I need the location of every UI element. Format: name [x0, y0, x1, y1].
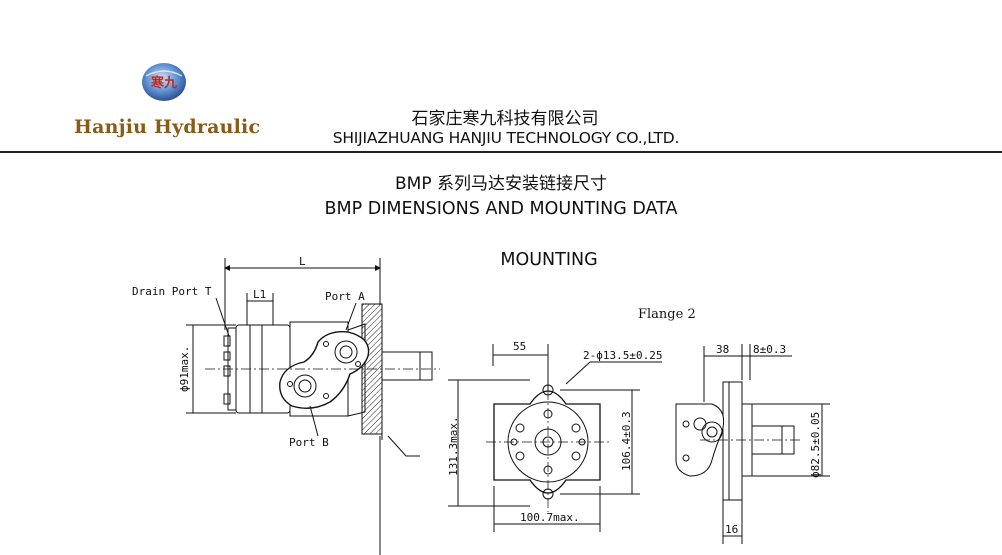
dim-38-label: 38 [716, 343, 729, 356]
document-title-cn: BMP 系列马达安装链接尺寸 [395, 174, 607, 194]
holes-label: 2-ϕ13.5±0.25 [583, 349, 662, 362]
document-title-en: BMP DIMENSIONS AND MOUNTING DATA [324, 199, 678, 219]
dim-16-label: 16 [725, 523, 738, 536]
dim-131-label: 131.3max. [447, 416, 460, 476]
brand-name: Hanjiu Hydraulic [74, 116, 261, 138]
dim-100-label: 100.7max. [520, 511, 580, 524]
company-name-en: SHIJIAZHUANG HANJIU TECHNOLOGY CO.,LTD. [332, 129, 680, 147]
port-b-label: Port B [289, 436, 329, 449]
section-title: MOUNTING [500, 250, 598, 270]
drain-port-label: Drain Port T [132, 285, 212, 298]
flange-view [675, 344, 830, 544]
dim-label-L1: L1 [253, 288, 266, 301]
dim-106-label: 106.4±0.3 [620, 411, 633, 471]
diameter-91-label: ϕ91max. [178, 346, 191, 392]
side-view [186, 258, 440, 555]
port-a-label: Port A [325, 290, 365, 303]
company-name-cn: 石家庄寒九科技有限公司 [411, 109, 599, 129]
logo-glyph: 寒九 [150, 75, 177, 91]
front-view [448, 344, 662, 532]
dim-8-label: 8±0.3 [753, 343, 786, 356]
dim-label-L: L [299, 255, 306, 268]
dim-55-label: 55 [513, 340, 526, 353]
dim-82-label: ϕ82.5±0.05 [809, 412, 822, 478]
flange-label: Flange 2 [638, 307, 696, 322]
company-logo: 寒九 [142, 63, 186, 101]
header-divider [0, 151, 1002, 153]
